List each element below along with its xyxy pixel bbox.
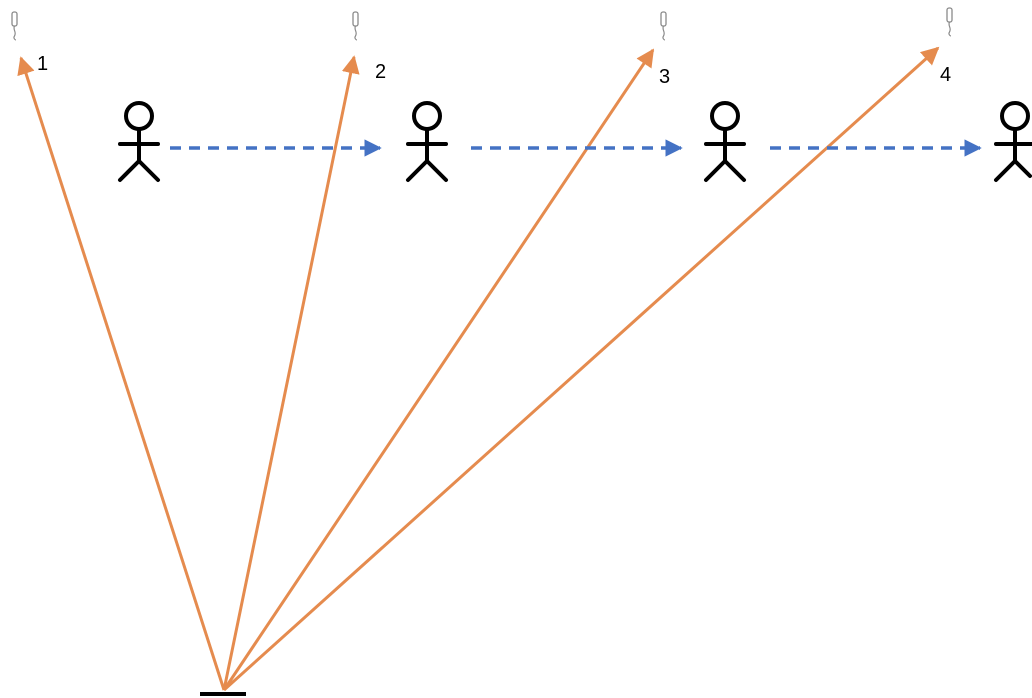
stick-figure-icon bbox=[118, 101, 160, 182]
person-1 bbox=[118, 101, 160, 182]
person-2 bbox=[406, 101, 448, 182]
sensor-2: 2 bbox=[352, 11, 386, 83]
stick-figure-icon bbox=[406, 101, 448, 182]
beam-rays bbox=[17, 46, 940, 692]
sensor-1: 1 bbox=[11, 11, 48, 75]
beam-ray-4 bbox=[222, 46, 940, 692]
beam-ray-1 bbox=[17, 56, 226, 691]
sensor-label: 4 bbox=[940, 64, 951, 86]
sensor-4: 4 bbox=[940, 7, 953, 86]
sensor-3: 3 bbox=[659, 11, 670, 88]
sensor-label: 2 bbox=[375, 61, 386, 83]
beam-ray-2 bbox=[222, 55, 360, 691]
sensor-label: 1 bbox=[37, 53, 48, 75]
sensor-tag-icon bbox=[11, 11, 18, 41]
beam-ray-3 bbox=[222, 48, 655, 691]
sensor-tag-icon bbox=[352, 11, 359, 41]
stick-figure-icon bbox=[704, 101, 746, 182]
person-4 bbox=[994, 101, 1032, 182]
sensor-tag-icon bbox=[660, 11, 667, 41]
stick-figure-icon bbox=[994, 101, 1032, 182]
sensor-label: 3 bbox=[659, 66, 670, 88]
person-3 bbox=[704, 101, 746, 182]
sensor-tag-icon bbox=[946, 7, 953, 37]
